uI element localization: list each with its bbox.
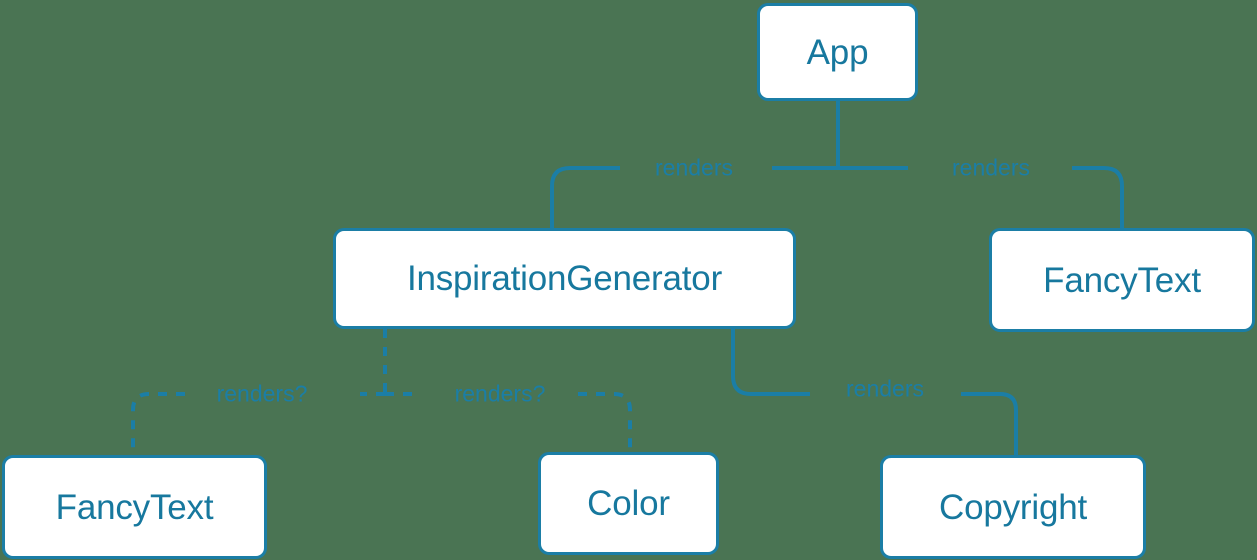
node-fancytext-left-label: FancyText — [55, 487, 214, 527]
node-inspiration-generator[interactable]: InspirationGenerator — [333, 228, 796, 329]
edge-label-ig-to-fancytext: renders? — [216, 380, 308, 407]
node-app-label: App — [806, 32, 869, 72]
node-copyright[interactable]: Copyright — [880, 455, 1146, 559]
edge-label-ig-to-color: renders? — [454, 380, 546, 407]
node-app[interactable]: App — [757, 3, 918, 101]
edge-ig-to-fancytext-b — [131, 392, 185, 455]
node-fancytext-right-label: FancyText — [1043, 260, 1201, 300]
node-fancytext-right[interactable]: FancyText — [989, 228, 1255, 332]
node-copyright-label: Copyright — [939, 487, 1087, 527]
edge-ig-to-copyright-a — [731, 329, 810, 396]
edge-ig-to-copyright-b — [961, 392, 1018, 455]
node-color-label: Color — [587, 484, 670, 523]
node-color[interactable]: Color — [538, 452, 719, 555]
edge-label-app-to-fancytext: renders — [952, 154, 1030, 181]
edge-label-ig-to-copyright: renders — [846, 375, 924, 402]
node-inspiration-generator-label: InspirationGenerator — [406, 259, 723, 298]
node-fancytext-left[interactable]: FancyText — [2, 455, 267, 559]
edge-app-to-inspiration-b — [550, 166, 620, 228]
edge-label-app-to-inspiration: renders — [655, 154, 733, 181]
edge-ig-to-color-b — [578, 392, 632, 452]
edge-app-to-fancytext-b — [1072, 166, 1124, 228]
